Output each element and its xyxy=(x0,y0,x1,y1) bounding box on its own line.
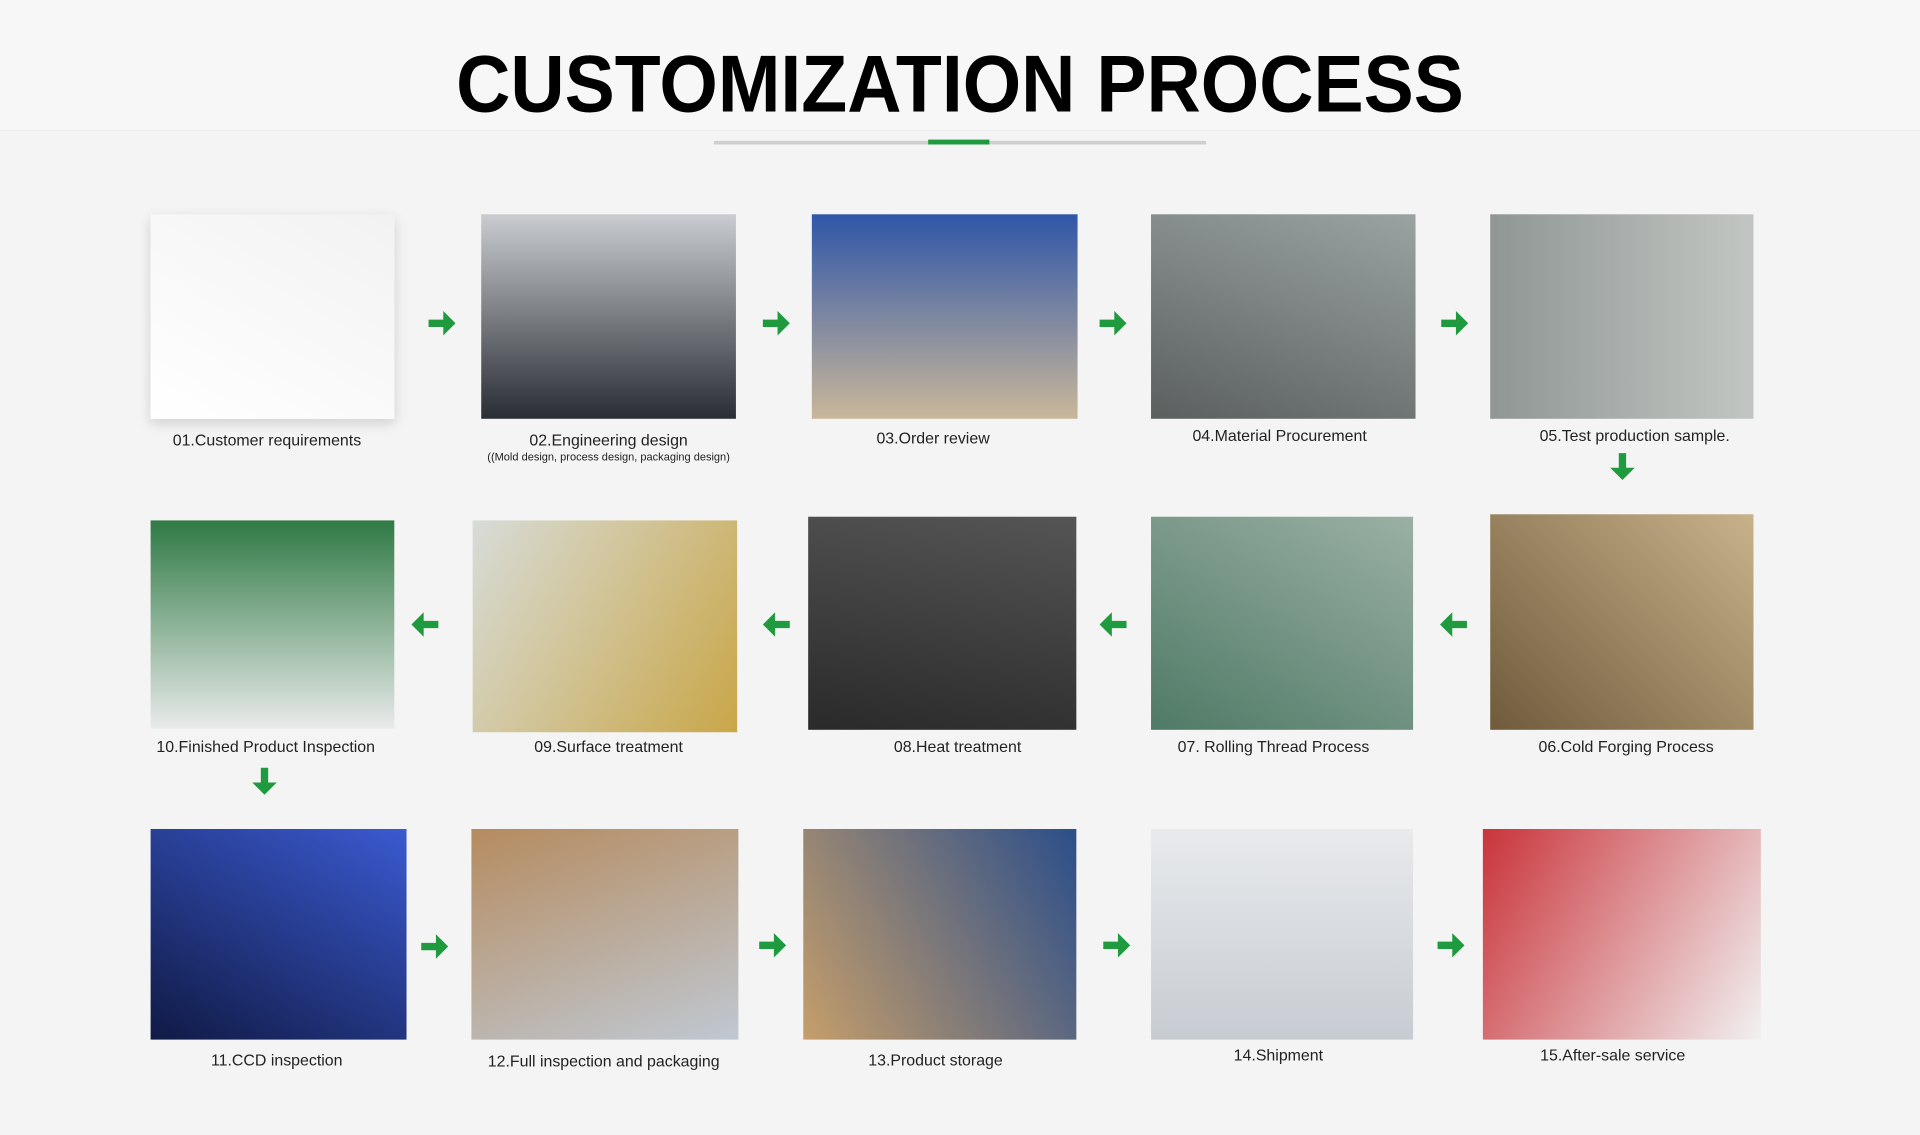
step-5-caption: 05.Test production sample. xyxy=(1540,426,1730,444)
step-label: 11.CCD inspection xyxy=(210,1050,343,1069)
step-15-caption: 15.After-sale service xyxy=(1540,1046,1685,1064)
step-4-caption: 04.Material Procurement xyxy=(1192,426,1366,444)
step-10-photo xyxy=(150,520,395,729)
step-9-photo xyxy=(472,520,738,733)
step-11-photo xyxy=(150,828,407,1040)
page-title: CUSTOMIZATION PROCESS xyxy=(456,37,1464,129)
step-6-photo xyxy=(1490,514,1754,730)
step-10-caption: 10.Finished Product Inspection xyxy=(156,737,375,755)
green-arrow-icon xyxy=(757,929,789,961)
step-2-photo xyxy=(481,214,736,419)
step-7-photo xyxy=(1151,516,1414,730)
green-arrow-icon xyxy=(426,307,458,339)
step-label: 10.Finished Product Inspection xyxy=(156,737,376,756)
step-label: 05.Test production sample. xyxy=(1539,426,1730,445)
divider-accent xyxy=(928,139,990,145)
step-11-caption: 11.CCD inspection xyxy=(211,1051,343,1069)
green-arrow-icon xyxy=(409,609,441,641)
step-13-caption: 13.Product storage xyxy=(868,1051,1003,1069)
step-label: 07. Rolling Thread Process xyxy=(1177,737,1370,756)
step-4-photo xyxy=(1151,214,1416,419)
step-8-photo xyxy=(808,516,1077,730)
step-label: 12.Full inspection and packaging xyxy=(487,1051,720,1071)
green-arrow-icon xyxy=(1438,609,1470,641)
green-arrow-icon xyxy=(1435,929,1467,961)
green-arrow-icon xyxy=(1439,307,1471,339)
step-label: 01.Customer requirements xyxy=(172,431,362,450)
step-1-caption: 01.Customer requirements xyxy=(173,431,361,449)
step-13-photo xyxy=(803,828,1077,1040)
green-arrow-icon xyxy=(1101,929,1133,961)
step-2-caption: 02.Engineering design((Mold design, proc… xyxy=(487,431,730,463)
step-3-caption: 03.Order review xyxy=(876,429,989,447)
green-arrow-icon xyxy=(249,765,281,797)
header-band xyxy=(0,0,1920,132)
step-label: 09.Surface treatment xyxy=(534,737,683,756)
green-arrow-icon xyxy=(419,931,451,963)
step-12-caption: 12.Full inspection and packaging xyxy=(488,1052,720,1070)
step-label: 14.Shipment xyxy=(1233,1045,1324,1065)
step-label: 02.Engineering design xyxy=(529,431,688,450)
step-15-photo xyxy=(1482,828,1761,1040)
step-7-caption: 07. Rolling Thread Process xyxy=(1178,737,1370,755)
step-label: 13.Product storage xyxy=(868,1050,1003,1069)
green-arrow-icon xyxy=(1097,609,1129,641)
green-arrow-icon xyxy=(1097,307,1129,339)
step-12-photo xyxy=(471,828,739,1040)
step-9-caption: 09.Surface treatment xyxy=(534,737,683,755)
step-label: 08.Heat treatment xyxy=(893,737,1022,756)
title-divider xyxy=(713,139,1207,145)
step-label: 04.Material Procurement xyxy=(1192,426,1367,445)
step-8-caption: 08.Heat treatment xyxy=(894,737,1021,755)
step-label: 06.Cold Forging Process xyxy=(1538,737,1714,756)
step-label: 03.Order review xyxy=(876,428,990,447)
step-3-photo xyxy=(811,214,1078,419)
step-sublabel: ((Mold design, process design, packaging… xyxy=(487,450,730,463)
step-label: 15.After-sale service xyxy=(1540,1045,1686,1065)
green-arrow-icon xyxy=(760,609,792,641)
green-arrow-icon xyxy=(1607,451,1639,483)
step-14-photo xyxy=(1151,828,1414,1040)
step-1-photo xyxy=(150,214,395,419)
green-arrow-icon xyxy=(760,307,792,339)
step-6-caption: 06.Cold Forging Process xyxy=(1539,737,1714,755)
step-5-photo xyxy=(1490,214,1754,419)
step-14-caption: 14.Shipment xyxy=(1234,1046,1323,1064)
